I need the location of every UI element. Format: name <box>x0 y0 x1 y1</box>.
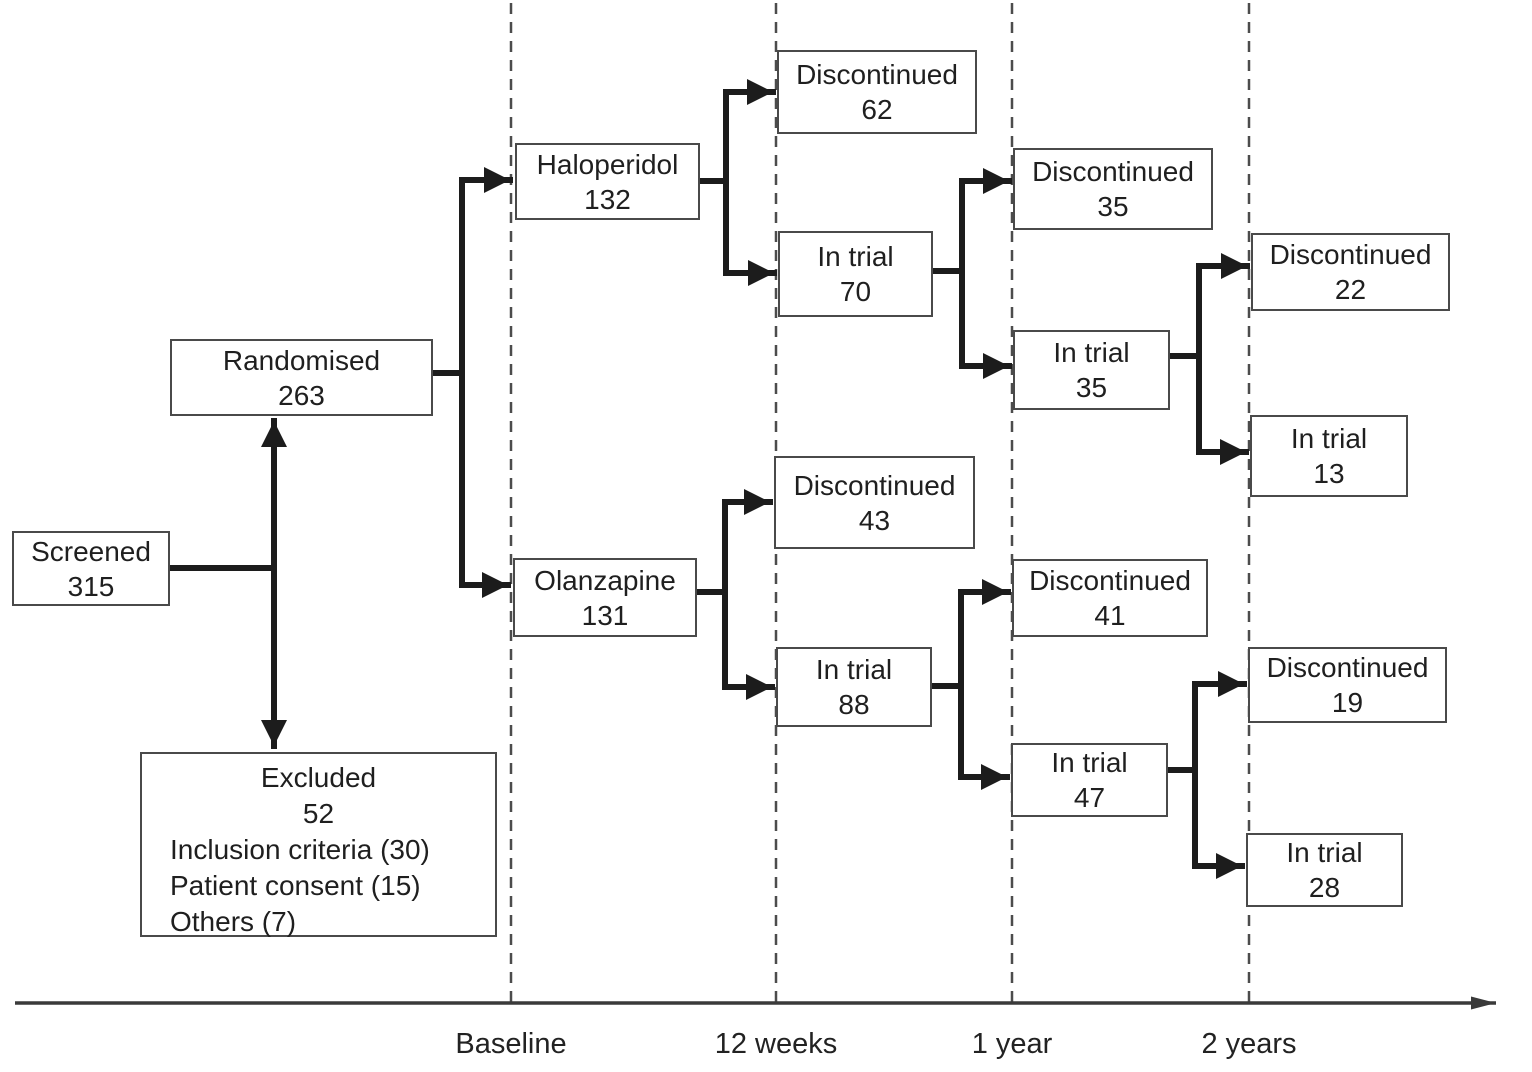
box-label: In trial <box>1051 747 1128 778</box>
box-screened: Screened 315 <box>12 531 170 606</box>
box-label: In trial <box>817 241 894 272</box>
box-label: Excluded <box>260 762 377 793</box>
connector-screened-split <box>167 418 287 749</box>
box-label: In trial <box>815 654 893 685</box>
timeline-label-baseline: Baseline <box>455 1028 567 1060</box>
box-label: Discontinued <box>796 59 958 90</box>
box-label: Discontinued <box>1266 652 1429 683</box>
box-value: 315 <box>67 570 115 602</box>
box-label: Randomised <box>222 344 381 376</box>
timeline-label-1-year: 1 year <box>971 1028 1053 1060</box>
connector-olanzapine-2-years <box>1165 671 1247 879</box>
box-value: 28 <box>1308 872 1341 903</box>
box-randomised: Randomised 263 <box>170 339 433 416</box>
box-label: In trial <box>1290 423 1368 454</box>
box-value: 52 <box>302 798 335 829</box>
connector-olanzapine-1-year <box>929 579 1011 790</box>
box-value: 41 <box>1094 600 1126 631</box>
box-label: Olanzapine <box>534 564 676 596</box>
box-label: Haloperidol <box>536 148 679 180</box>
excluded-reason: Others (7) <box>170 906 297 937</box>
box-label: Discontinued <box>1269 239 1432 270</box>
timeline-label-12-weeks: 12 weeks <box>714 1028 838 1060</box>
box-value: 13 <box>1313 458 1345 489</box>
box-value: 263 <box>278 379 325 411</box>
box-value: 132 <box>584 183 631 215</box>
box-olanzapine-1-year-discontinued: Discontinued 41 <box>1012 559 1208 637</box>
box-label: In trial <box>1286 837 1363 868</box>
excluded-reason: Patient consent (15) <box>170 870 421 901</box>
box-excluded: Excluded 52 Inclusion criteria (30) Pati… <box>140 752 497 937</box>
box-value: 19 <box>1331 687 1364 718</box>
box-haloperidol-1-year-discontinued: Discontinued 35 <box>1013 148 1213 230</box>
box-olanzapine: Olanzapine 131 <box>513 558 697 637</box>
box-haloperidol-2-years-in-trial: In trial 13 <box>1250 415 1408 497</box>
box-value: 35 <box>1097 191 1129 222</box>
box-label: Discontinued <box>1032 156 1194 187</box>
box-value: 35 <box>1075 372 1108 403</box>
box-label: Discontinued <box>793 469 956 501</box>
box-value: 70 <box>839 276 872 307</box>
box-haloperidol-1-year-in-trial: In trial 35 <box>1013 330 1170 410</box>
box-value: 22 <box>1334 274 1367 305</box>
box-value: 131 <box>581 599 629 631</box>
connector-haloperidol-12-weeks <box>697 79 777 286</box>
box-olanzapine-12-weeks-in-trial: In trial 88 <box>776 647 932 727</box>
box-olanzapine-2-years-discontinued: Discontinued 19 <box>1248 647 1447 723</box>
box-value: 43 <box>858 504 891 536</box>
box-olanzapine-12-weeks-discontinued: Discontinued 43 <box>774 456 975 549</box>
box-haloperidol-2-years-discontinued: Discontinued 22 <box>1251 233 1450 311</box>
timeline-label-2-years: 2 years <box>1201 1028 1297 1060</box>
connector-olanzapine-12-weeks <box>694 489 775 700</box>
box-olanzapine-1-year-in-trial: In trial 47 <box>1011 743 1168 817</box>
connector-haloperidol-2-years <box>1167 253 1250 465</box>
box-value: 47 <box>1073 782 1106 813</box>
box-olanzapine-2-years-in-trial: In trial 28 <box>1246 833 1403 907</box>
box-label: Screened <box>31 535 151 567</box>
box-haloperidol-12-weeks-in-trial: In trial 70 <box>778 231 933 317</box>
connector-randomised-to-arms <box>430 167 513 598</box>
box-label: Discontinued <box>1029 565 1191 596</box>
box-haloperidol-12-weeks-discontinued: Discontinued 62 <box>777 50 977 134</box>
box-haloperidol: Haloperidol 132 <box>515 143 700 220</box>
box-value: 88 <box>838 689 870 720</box>
box-value: 62 <box>861 94 893 125</box>
box-label: In trial <box>1053 337 1130 368</box>
connector-haloperidol-1-year <box>930 168 1012 379</box>
excluded-reason: Inclusion criteria (30) <box>170 834 430 865</box>
